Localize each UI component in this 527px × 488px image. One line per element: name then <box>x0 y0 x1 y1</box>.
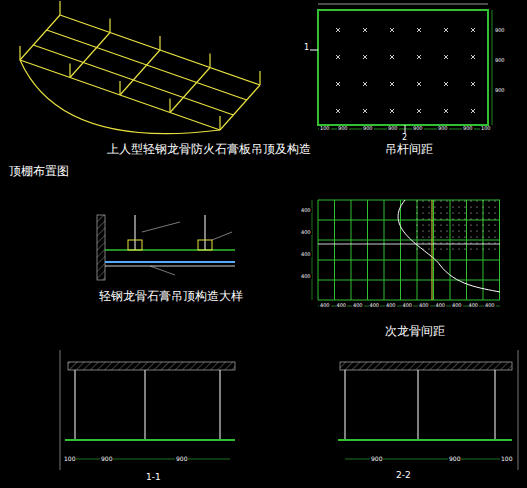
dimension-text: 900 <box>494 28 506 33</box>
dimension-text: 400 <box>451 303 463 308</box>
dimension-text: 100 <box>480 126 492 131</box>
dimension-text: 400 <box>300 252 312 257</box>
dimension-text: 900 <box>387 126 399 131</box>
dimension-text: 900 <box>100 456 113 462</box>
dimension-text: 400 <box>352 303 364 308</box>
dimension-text: 400 <box>300 208 312 213</box>
dimension-text: 400 <box>418 303 430 308</box>
dimension-text: 400 <box>300 230 312 235</box>
dimension-text: 100 <box>319 126 331 131</box>
dimension-text: 400 <box>385 303 397 308</box>
dimension-text: 100 <box>500 456 513 462</box>
dimension-text: 900 <box>370 456 383 462</box>
dimension-text: 900 <box>462 126 474 131</box>
dimension-text: 400 <box>484 303 496 308</box>
dimension-text: 900 <box>494 58 506 63</box>
section-mark: 2-2 <box>395 471 412 480</box>
drawing-title: 吊杆间距 <box>384 143 434 155</box>
dimension-text: 400 <box>435 303 447 308</box>
section-mark: 1-1 <box>145 473 162 482</box>
dimension-text: 400 <box>369 303 381 308</box>
dimension-text: 900 <box>175 456 188 462</box>
dimension-text: 400 <box>468 303 480 308</box>
dimension-text: 900 <box>437 126 449 131</box>
drawing-title: 上人型轻钢龙骨防火石膏板吊顶及构造 <box>106 143 312 155</box>
section-mark: 2 <box>401 134 408 142</box>
drawing-title: 顶棚布置图 <box>8 165 70 177</box>
dimension-text: 100 <box>63 456 76 462</box>
dimension-text: 900 <box>494 88 506 93</box>
dimension-text: 400 <box>336 303 348 308</box>
dimension-text: 900 <box>362 126 374 131</box>
dimension-text: 400 <box>319 303 331 308</box>
dimension-text: 900 <box>412 126 424 131</box>
dimension-text: 900 <box>337 126 349 131</box>
dimension-text: 400 <box>300 274 312 279</box>
drawing-title: 轻钢龙骨石膏吊顶构造大样 <box>98 290 244 302</box>
dimension-text: 900 <box>448 456 461 462</box>
dimension-text: 400 <box>402 303 414 308</box>
drawing-title: 次龙骨间距 <box>384 325 446 337</box>
section-mark: 1 <box>303 44 310 52</box>
